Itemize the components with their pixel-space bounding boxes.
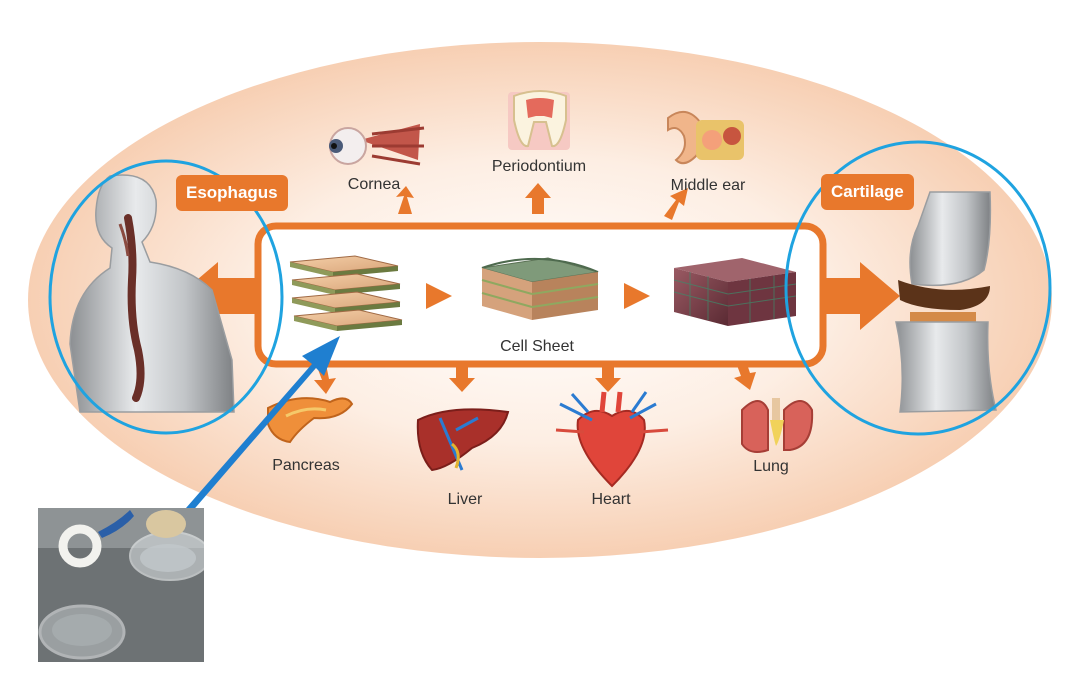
cell-sheet-photo	[38, 508, 204, 662]
lungs-icon	[741, 398, 814, 453]
esophagus-highlight-circle	[48, 159, 284, 435]
cartilage-tag: Cartilage	[821, 174, 914, 210]
pancreas-label: Pancreas	[272, 457, 340, 474]
process-arrow-2	[624, 283, 650, 309]
cell-sheet-label: Cell Sheet	[500, 338, 574, 355]
cell-sheet-layered-icon	[481, 257, 599, 320]
knee-joint-icon	[895, 191, 997, 413]
heart-icon	[555, 391, 669, 488]
lung-label: Lung	[753, 458, 789, 475]
ear-icon	[667, 111, 744, 165]
periodontium-label: Periodontium	[491, 158, 587, 175]
heart-label: Heart	[591, 491, 631, 508]
cornea-label: Cornea	[347, 176, 401, 193]
cartilage-highlight-circle	[784, 140, 1052, 436]
cell-sheet-ring	[58, 524, 102, 568]
arrow-to-cartilage	[822, 262, 900, 330]
tissue-block-icon	[673, 258, 797, 326]
esophagus-tag: Esophagus	[176, 175, 288, 211]
tweezers	[98, 510, 134, 538]
middle-ear-label: Middle ear	[670, 177, 746, 194]
cell-sheet-stack-icon	[289, 255, 403, 331]
eye-icon	[329, 124, 425, 166]
tooth-icon	[508, 90, 570, 150]
liver-icon	[416, 408, 510, 472]
pointer-arrow	[186, 336, 340, 514]
human-torso-icon	[69, 174, 235, 413]
process-arrow-1	[426, 283, 452, 309]
liver-label: Liver	[447, 491, 483, 508]
photo-contents	[38, 508, 204, 662]
gloved-hand	[146, 510, 186, 538]
pancreas-icon	[267, 397, 354, 444]
